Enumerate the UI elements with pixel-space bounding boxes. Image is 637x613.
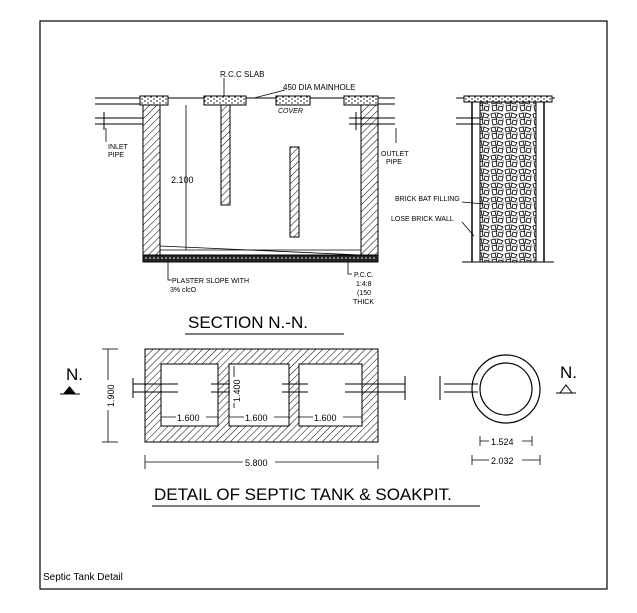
plaster-label-1: PLASTER SLOPE WITH [172,278,249,285]
pcc-label-3: (150 [357,290,371,297]
section-title: SECTION N.-N. [188,313,308,332]
inner-dia-label: 1.524 [491,437,514,447]
outer-dia-gap [489,454,522,466]
soakpit-inner-circle [479,362,533,416]
brick-bat-leader [461,201,485,205]
section-mark-right-label: N. [560,363,577,382]
baffle-wall-1 [220,104,231,206]
width-dim-gap [102,380,114,410]
rcc-slab-label: R.C.C SLAB [220,70,264,79]
pcc-bed [142,254,379,263]
plaster-slope [159,245,362,256]
depth-label: 2.100 [171,175,194,185]
pcc-leader [347,262,352,275]
manhole-label: 450 DIA MAINHOLE [283,83,355,92]
baffle-dim-gap [230,377,241,403]
pcc-label-2: 1:4:8 [356,281,372,288]
width-dim-label: 1.900 [106,384,116,407]
soakpit-plan: 1.524 2.032 N. [439,354,577,466]
chamber3-dim-gap [313,411,343,423]
outlet-label-2: PIPE [386,159,402,166]
tank-wall-right [360,104,379,256]
outlet-label-1: OUTLET [381,151,409,158]
pcc-label-4: THICK [353,299,374,306]
chamber1-dim-label: 1.600 [177,413,200,423]
manhole-cover [275,95,311,106]
rcc-slab-right [343,95,379,106]
lose-brick-label: LOSE BRICK WALL [391,216,454,223]
inlet-label-2: PIPE [108,152,124,159]
footer-caption: Septic Tank Detail [43,572,123,583]
rcc-slab-left [139,95,169,106]
plan-view: 1.900 1.400 1.600 1.600 1.600 5.800 N. [60,348,406,469]
pcc-label-1: P.C.C. [354,272,374,279]
chamber3-dim-label: 1.600 [314,413,337,423]
tank-wall-left [142,104,161,256]
soakpit-slab [463,95,553,103]
length-dim-gap [243,456,275,468]
plaster-label-2: 3% clcO [170,287,197,294]
length-dim-label: 5.800 [245,458,268,468]
detail-title: DETAIL OF SEPTIC TANK & SOAKPIT. [154,485,452,504]
soakpit-section: BRICK BAT FILLING LOSE BRICK WALL [391,95,555,263]
cover-label: COVER [278,108,303,115]
rcc-slab-middle [203,95,247,106]
lose-brick-leader [461,221,475,237]
brick-bat-label: BRICK BAT FILLING [395,196,460,203]
section-mark-right-icon [559,384,573,394]
outer-dia-label: 2.032 [491,456,514,466]
plaster-leader [167,262,172,281]
brick-bat-filling [479,101,537,263]
inlet-label-1: INLET [108,144,129,151]
soakpit-outer-circle [471,354,541,424]
section-mark-left-icon [63,386,76,394]
section-view: R.C.C SLAB 450 DIA MAINHOLE COVER INLET … [95,70,409,335]
manhole-leader [246,89,286,99]
baffle-dim-label: 1.400 [232,379,242,402]
chamber2-dim-label: 1.600 [245,413,268,423]
sheet-border [39,20,608,590]
baffle-wall-2 [289,146,300,238]
chamber1-dim-gap [176,411,206,423]
inner-dia-gap [489,435,522,447]
chamber2-dim-gap [244,411,274,423]
section-mark-left-label: N. [66,365,83,384]
